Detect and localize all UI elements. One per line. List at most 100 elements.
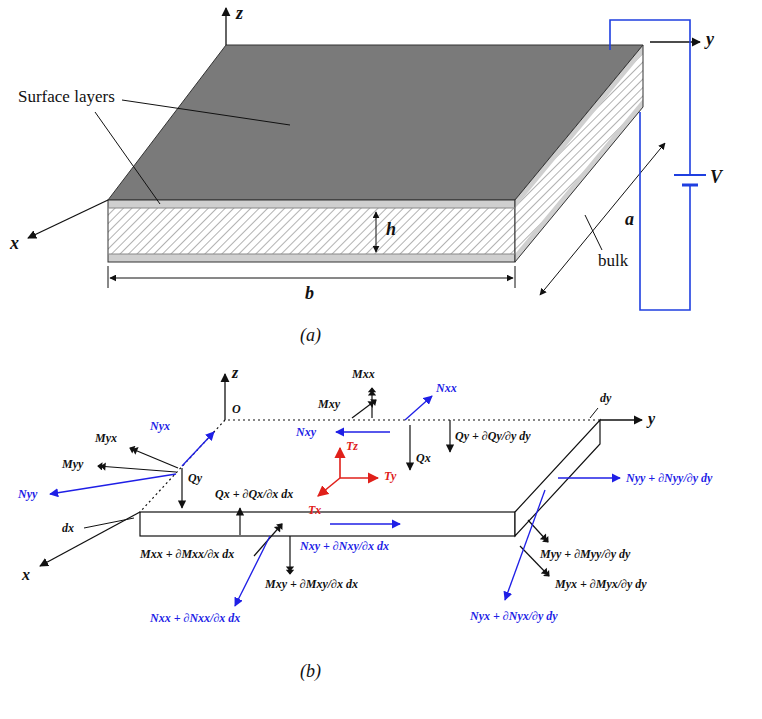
membrane-force-arrow [505, 490, 545, 600]
axis-label: x [10, 234, 19, 254]
voltage-wire [682, 184, 698, 187]
traction-label: Tz [346, 440, 358, 453]
axis-arrow [40, 512, 140, 566]
moment-label: Mxy [318, 398, 340, 411]
traction-arrow [318, 448, 378, 496]
force-label: Nxx + ∂Nxx/∂x dx [150, 612, 240, 625]
plate-element [140, 512, 515, 536]
plate-a [108, 200, 515, 262]
force-label: Qy [188, 472, 202, 485]
dimension-line [108, 143, 665, 295]
moment-arrow [352, 400, 376, 418]
axis-label: x [22, 566, 30, 584]
moment-label: Myx + ∂Myx/∂y dy [555, 578, 647, 591]
dimension-line [540, 143, 665, 295]
axis-arrow [224, 374, 225, 420]
axis-label: y [648, 410, 655, 428]
dimension-line [515, 266, 516, 288]
moment-label: Mxy + ∂Mxy/∂x dx [265, 578, 358, 591]
dimension-label: a [625, 210, 634, 230]
dimension-label: b [305, 284, 314, 304]
moment-arrow [528, 520, 548, 542]
axis-label: z [232, 364, 238, 382]
force-label: Nyx [150, 420, 170, 433]
axis-label: z [236, 4, 243, 24]
membrane-force-arrow [235, 536, 270, 606]
leader-line [585, 215, 602, 250]
moment-arrow [130, 448, 178, 468]
plate-a [515, 45, 643, 262]
axis-arrow [600, 419, 642, 420]
force-label: Qx + ∂Qx/∂x dx [215, 488, 293, 501]
plate-a [108, 208, 515, 209]
axis-arrow [28, 8, 700, 238]
axis-arrow [28, 200, 108, 238]
plate-a [108, 200, 515, 208]
moment-arrow [98, 388, 549, 576]
traction-arrow [318, 478, 340, 496]
origin-label: O [232, 403, 241, 416]
traction-arrow [340, 477, 378, 479]
leader-line [95, 112, 160, 204]
force-label: Nxy + ∂Nxy/∂x dx [300, 540, 389, 553]
leader-line [95, 100, 602, 250]
dimension-line [110, 278, 513, 279]
voltage-wire [674, 174, 706, 176]
force-arrow [181, 468, 182, 508]
force-label: Qy + ∂Qy/∂y dy [455, 430, 531, 443]
voltage-wire [640, 112, 690, 310]
force-label: Qx [416, 452, 431, 465]
part-label: bulk [598, 252, 628, 271]
dimension-label: dx [62, 522, 74, 535]
moment-label: Myy [62, 458, 83, 471]
membrane-force-arrow [182, 432, 214, 466]
part-label: Surface layers [18, 88, 115, 107]
plate-a [108, 254, 515, 262]
plate-element [225, 419, 600, 420]
membrane-force-arrow [330, 523, 400, 524]
membrane-force-arrow [405, 396, 432, 420]
force-arrow [449, 420, 450, 452]
axis-arrow [40, 374, 642, 566]
plate-element [140, 420, 600, 536]
force-arrow [239, 508, 240, 535]
plate-a [515, 45, 643, 262]
plate-a [515, 99, 643, 262]
membrane-force-arrow [50, 396, 620, 606]
leader-line [84, 408, 598, 528]
force-arrow [182, 420, 450, 535]
force-label: Nyy + ∂Nyy/∂y dy [626, 472, 712, 485]
dimension-label: h [386, 220, 396, 240]
axis-label: y [706, 30, 714, 50]
dimension-label: dy [600, 392, 611, 405]
plate-a [108, 254, 515, 255]
moment-label: Myx [95, 432, 117, 445]
leader-line [122, 100, 290, 125]
dimension-line [376, 212, 377, 252]
panel-label: (a) [300, 326, 321, 346]
leader-line [590, 408, 598, 418]
moment-arrow [98, 466, 176, 472]
traction-label: Ty [384, 470, 396, 483]
leader-line [84, 518, 134, 528]
force-label: Nxy [296, 426, 316, 439]
moment-label: Mxx + ∂Mxx/∂x dx [140, 548, 234, 561]
plate-element [140, 420, 225, 512]
force-label: Nyy [18, 488, 37, 501]
force-label: Nxx [436, 382, 457, 395]
force-label: Nyx + ∂Nyx/∂y dy [470, 610, 558, 623]
voltage-wire [610, 20, 690, 175]
traction-arrow [339, 448, 341, 478]
axis-arrow [225, 8, 226, 45]
traction-label: Tx [308, 504, 321, 517]
plate-a [108, 200, 515, 262]
membrane-force-arrow [558, 477, 620, 478]
panel-label: (b) [300, 662, 321, 682]
membrane-force-arrow [50, 474, 176, 494]
force-arrow [409, 425, 410, 470]
voltage-label: V [710, 168, 722, 188]
moment-arrow [289, 536, 290, 574]
